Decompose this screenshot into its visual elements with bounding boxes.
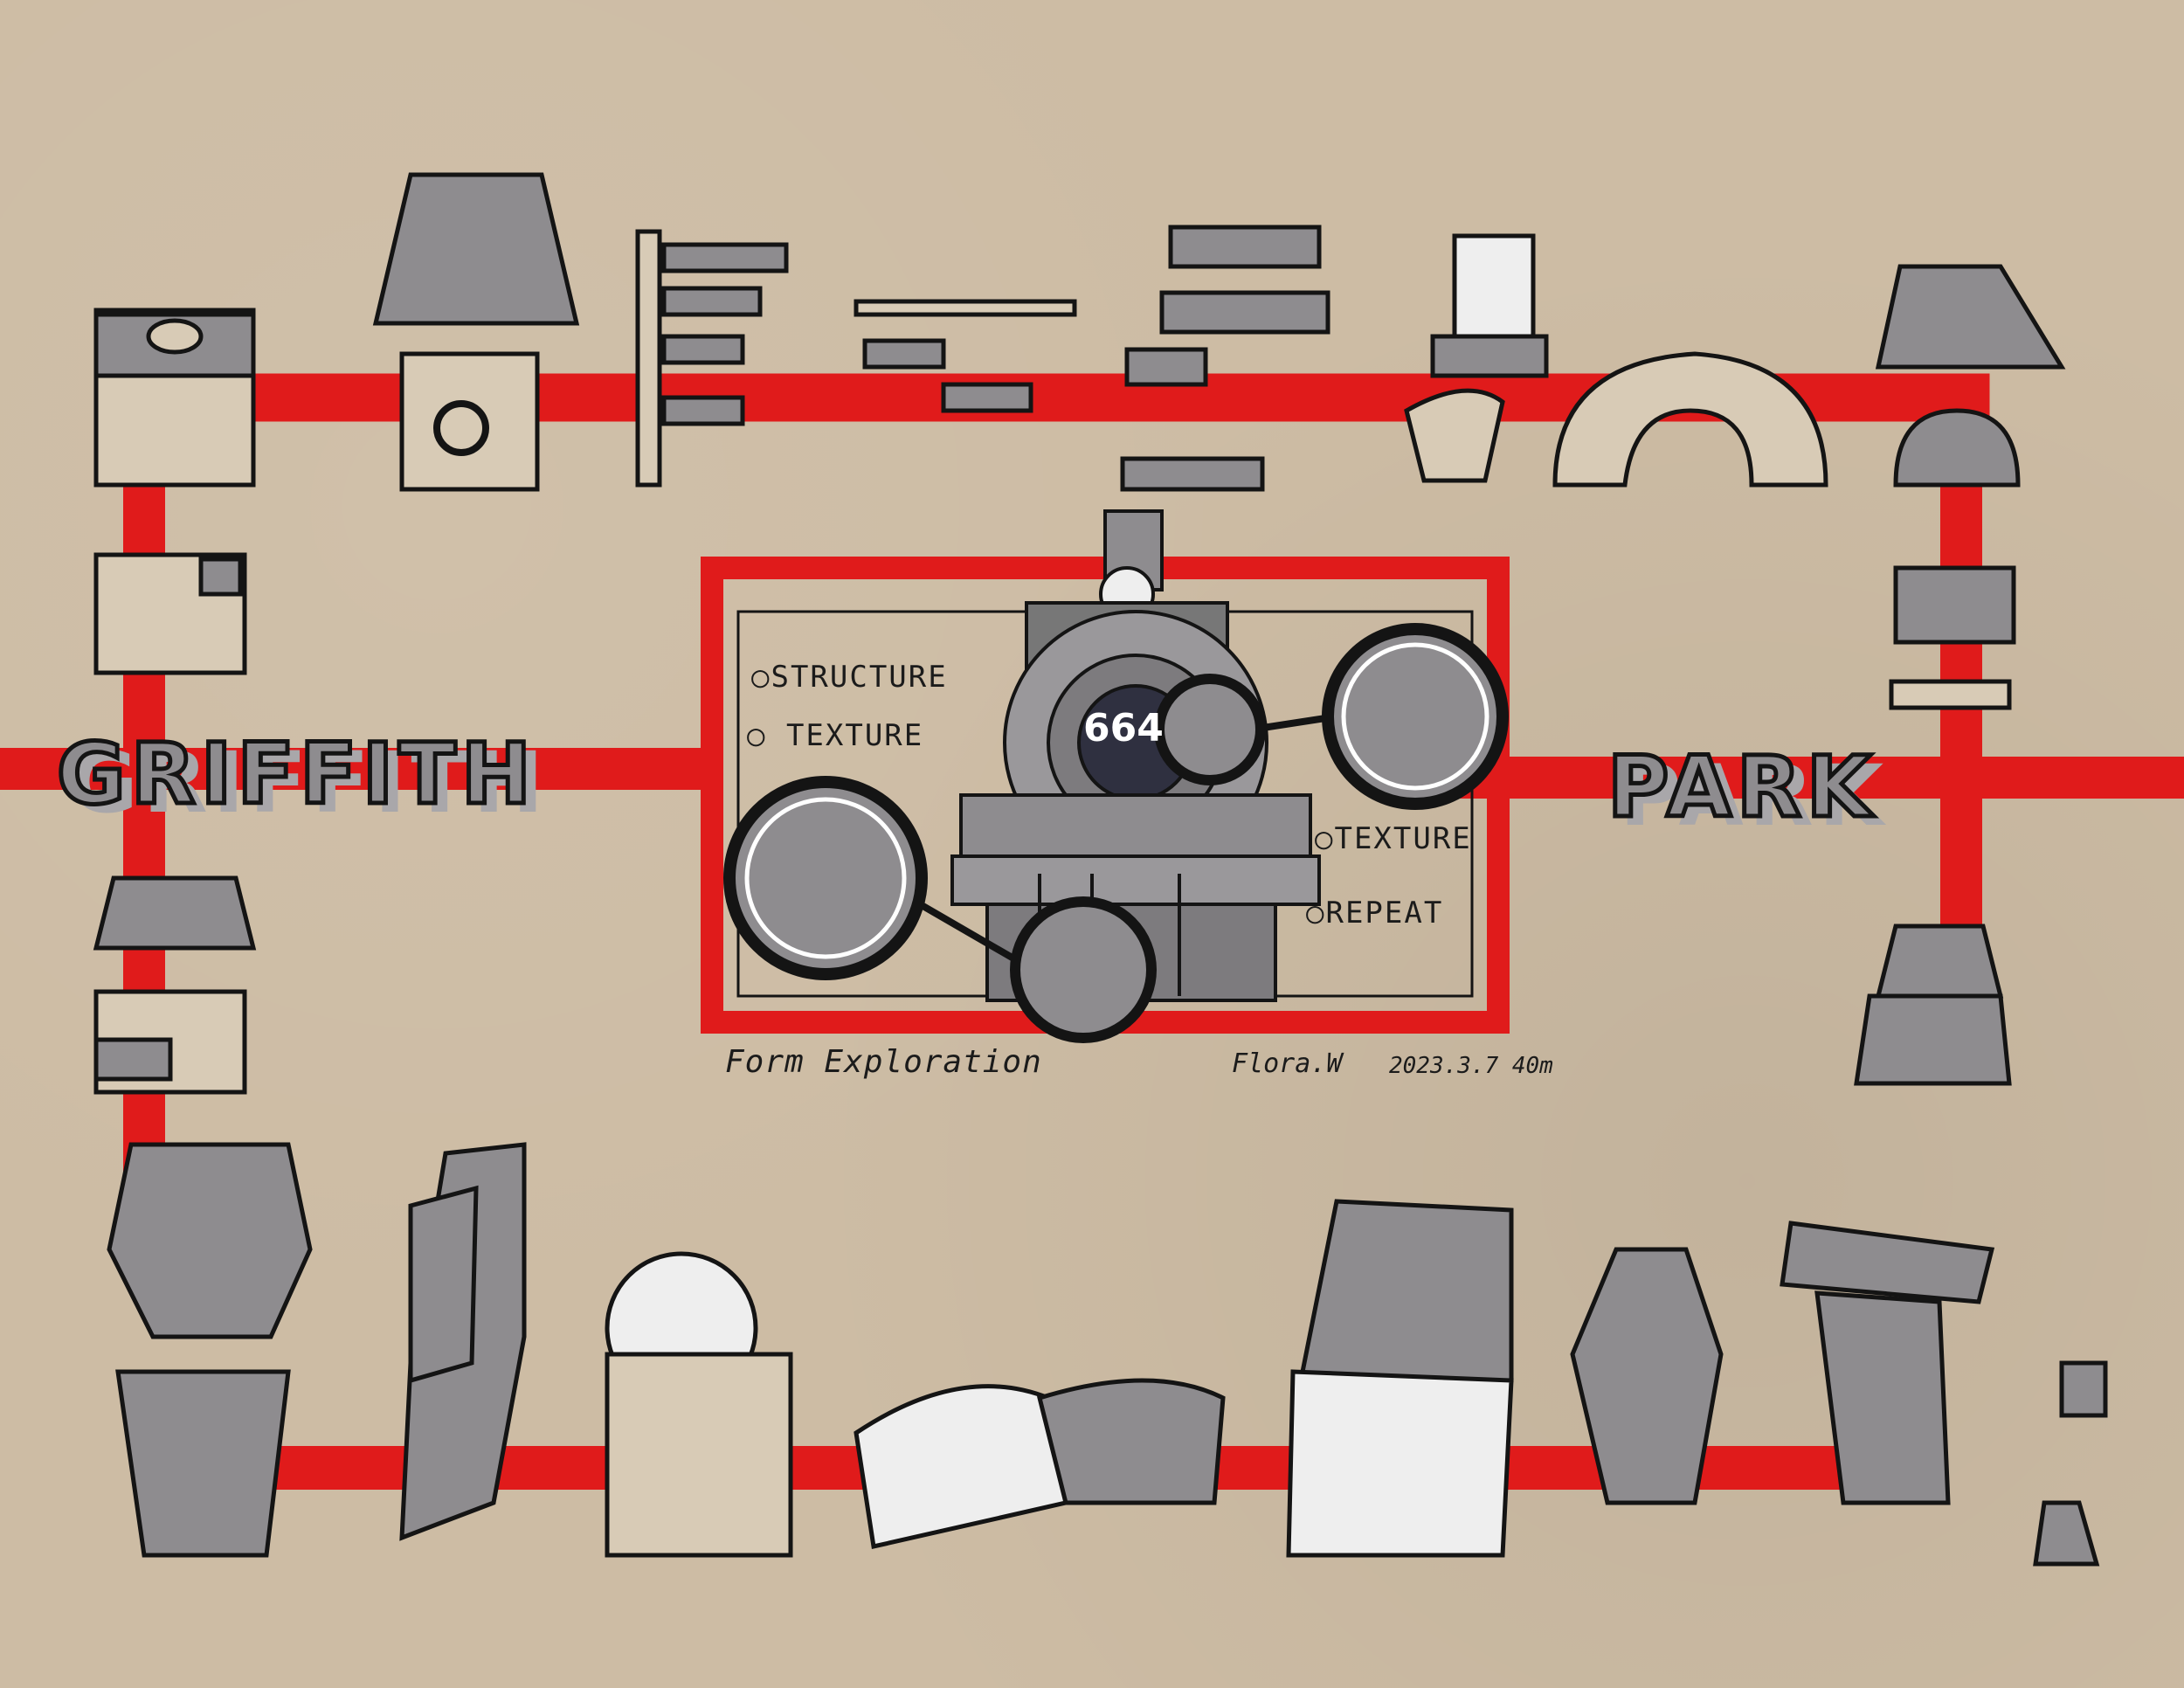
annotation-structure: ○STRUCTURE [751,660,948,695]
side-objects [93,552,2016,1095]
title-right: PARK [1605,737,1877,839]
annotation-structure-text: STRUCTURE [771,660,948,695]
date-time: 2023.3.7 40m [1389,1053,1553,1079]
annotation-texture-left: ○ TEXTURE [747,718,924,753]
locomotive-number: 664 [1083,706,1164,751]
signature: Flora.W [1232,1048,1343,1079]
annotation-texture-left-text: TEXTURE [785,718,924,753]
top-row-objects [93,172,2066,492]
annotation-texture-right-text: TEXTURE [1334,821,1472,856]
caption: Form Exploration [725,1044,1042,1080]
title-left: GRIFFITH [54,723,537,826]
annotation-repeat-text: REPEAT [1325,896,1444,930]
annotation-texture-right: ○TEXTURE [1315,821,1472,856]
bottom-row-objects [107,1142,2108,1567]
magnifier-circles [723,623,1509,1043]
annotation-repeat: ○REPEAT [1306,896,1444,930]
